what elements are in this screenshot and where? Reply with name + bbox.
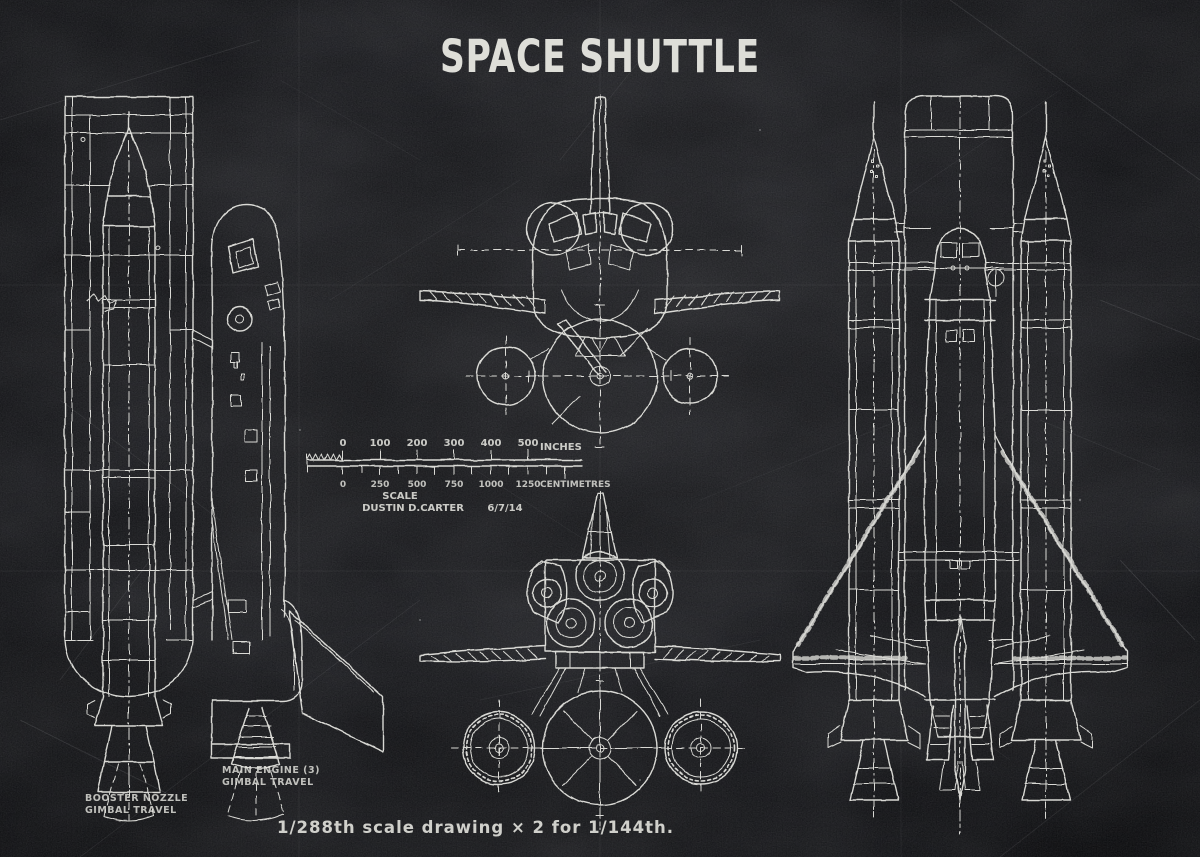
srb-right-top [999, 101, 1093, 819]
front-view-drawing [419, 94, 781, 448]
footer-scale-note: 1/288th scale drawing × 2 for 1/144th. [277, 818, 674, 837]
rear-wings [419, 645, 781, 663]
ruler-cm-unit: CENTIMETRES [540, 480, 611, 490]
oms-pods-rear [526, 560, 674, 624]
ruler-cm-label-0: 0 [340, 480, 346, 490]
srb-left-top [827, 101, 921, 819]
rear-view-drawing [419, 491, 781, 831]
ruler-scale-label: SCALE [382, 491, 418, 502]
ruler-inch-label-2: 200 [407, 438, 428, 449]
ruler-author: DUSTIN D.CARTER [362, 503, 464, 514]
ruler-cm-label-1: 250 [371, 480, 390, 490]
ruler-inches-unit: INCHES [540, 442, 582, 453]
ruler-cm-label-2: 500 [408, 480, 427, 490]
poster-title: SPACE SHUTTLE [440, 30, 760, 83]
ruler-date: 6/7/14 [487, 503, 522, 514]
booster-nozzle-caption-line1: BOOSTER NOZZLE [85, 793, 188, 804]
ruler-cm-label-3: 750 [445, 480, 464, 490]
booster-nozzle-caption-line2: GIMBAL TRAVEL [85, 805, 177, 816]
ruler-cm-label-4: 1000 [478, 480, 503, 490]
rear-srb-circles [450, 699, 750, 797]
external-tank-top [904, 95, 1014, 691]
front-srb-circles [465, 335, 731, 417]
ruler-inch-label-5: 500 [518, 438, 539, 449]
main-engine-caption-line2: GIMBAL TRAVEL [222, 777, 314, 788]
ruler-inch-label-3: 300 [444, 438, 465, 449]
scale-ruler [306, 449, 583, 479]
main-engine-nozzles [546, 551, 654, 648]
drawing-annotations: BOOSTER NOZZLE GIMBAL TRAVEL MAIN ENGINE… [85, 765, 674, 837]
orbiter-side [192, 204, 384, 821]
ruler-inch-label-4: 400 [481, 438, 502, 449]
ruler-inch-label-1: 100 [370, 438, 391, 449]
main-engine-caption-line1: MAIN ENGINE (3) [222, 765, 320, 776]
side-view-drawing [64, 96, 384, 822]
solid-rocket-booster-side [86, 111, 172, 822]
ruler-cm-label-5: 1250 [515, 480, 540, 490]
orbiter-top [792, 228, 1128, 827]
ruler-inch-label-0: 0 [340, 438, 347, 449]
plan-view-drawing [792, 95, 1128, 835]
front-wings [419, 290, 781, 315]
scale-ruler-labels: 0 100 200 300 400 500 INCHES 0 250 500 7… [340, 438, 611, 514]
